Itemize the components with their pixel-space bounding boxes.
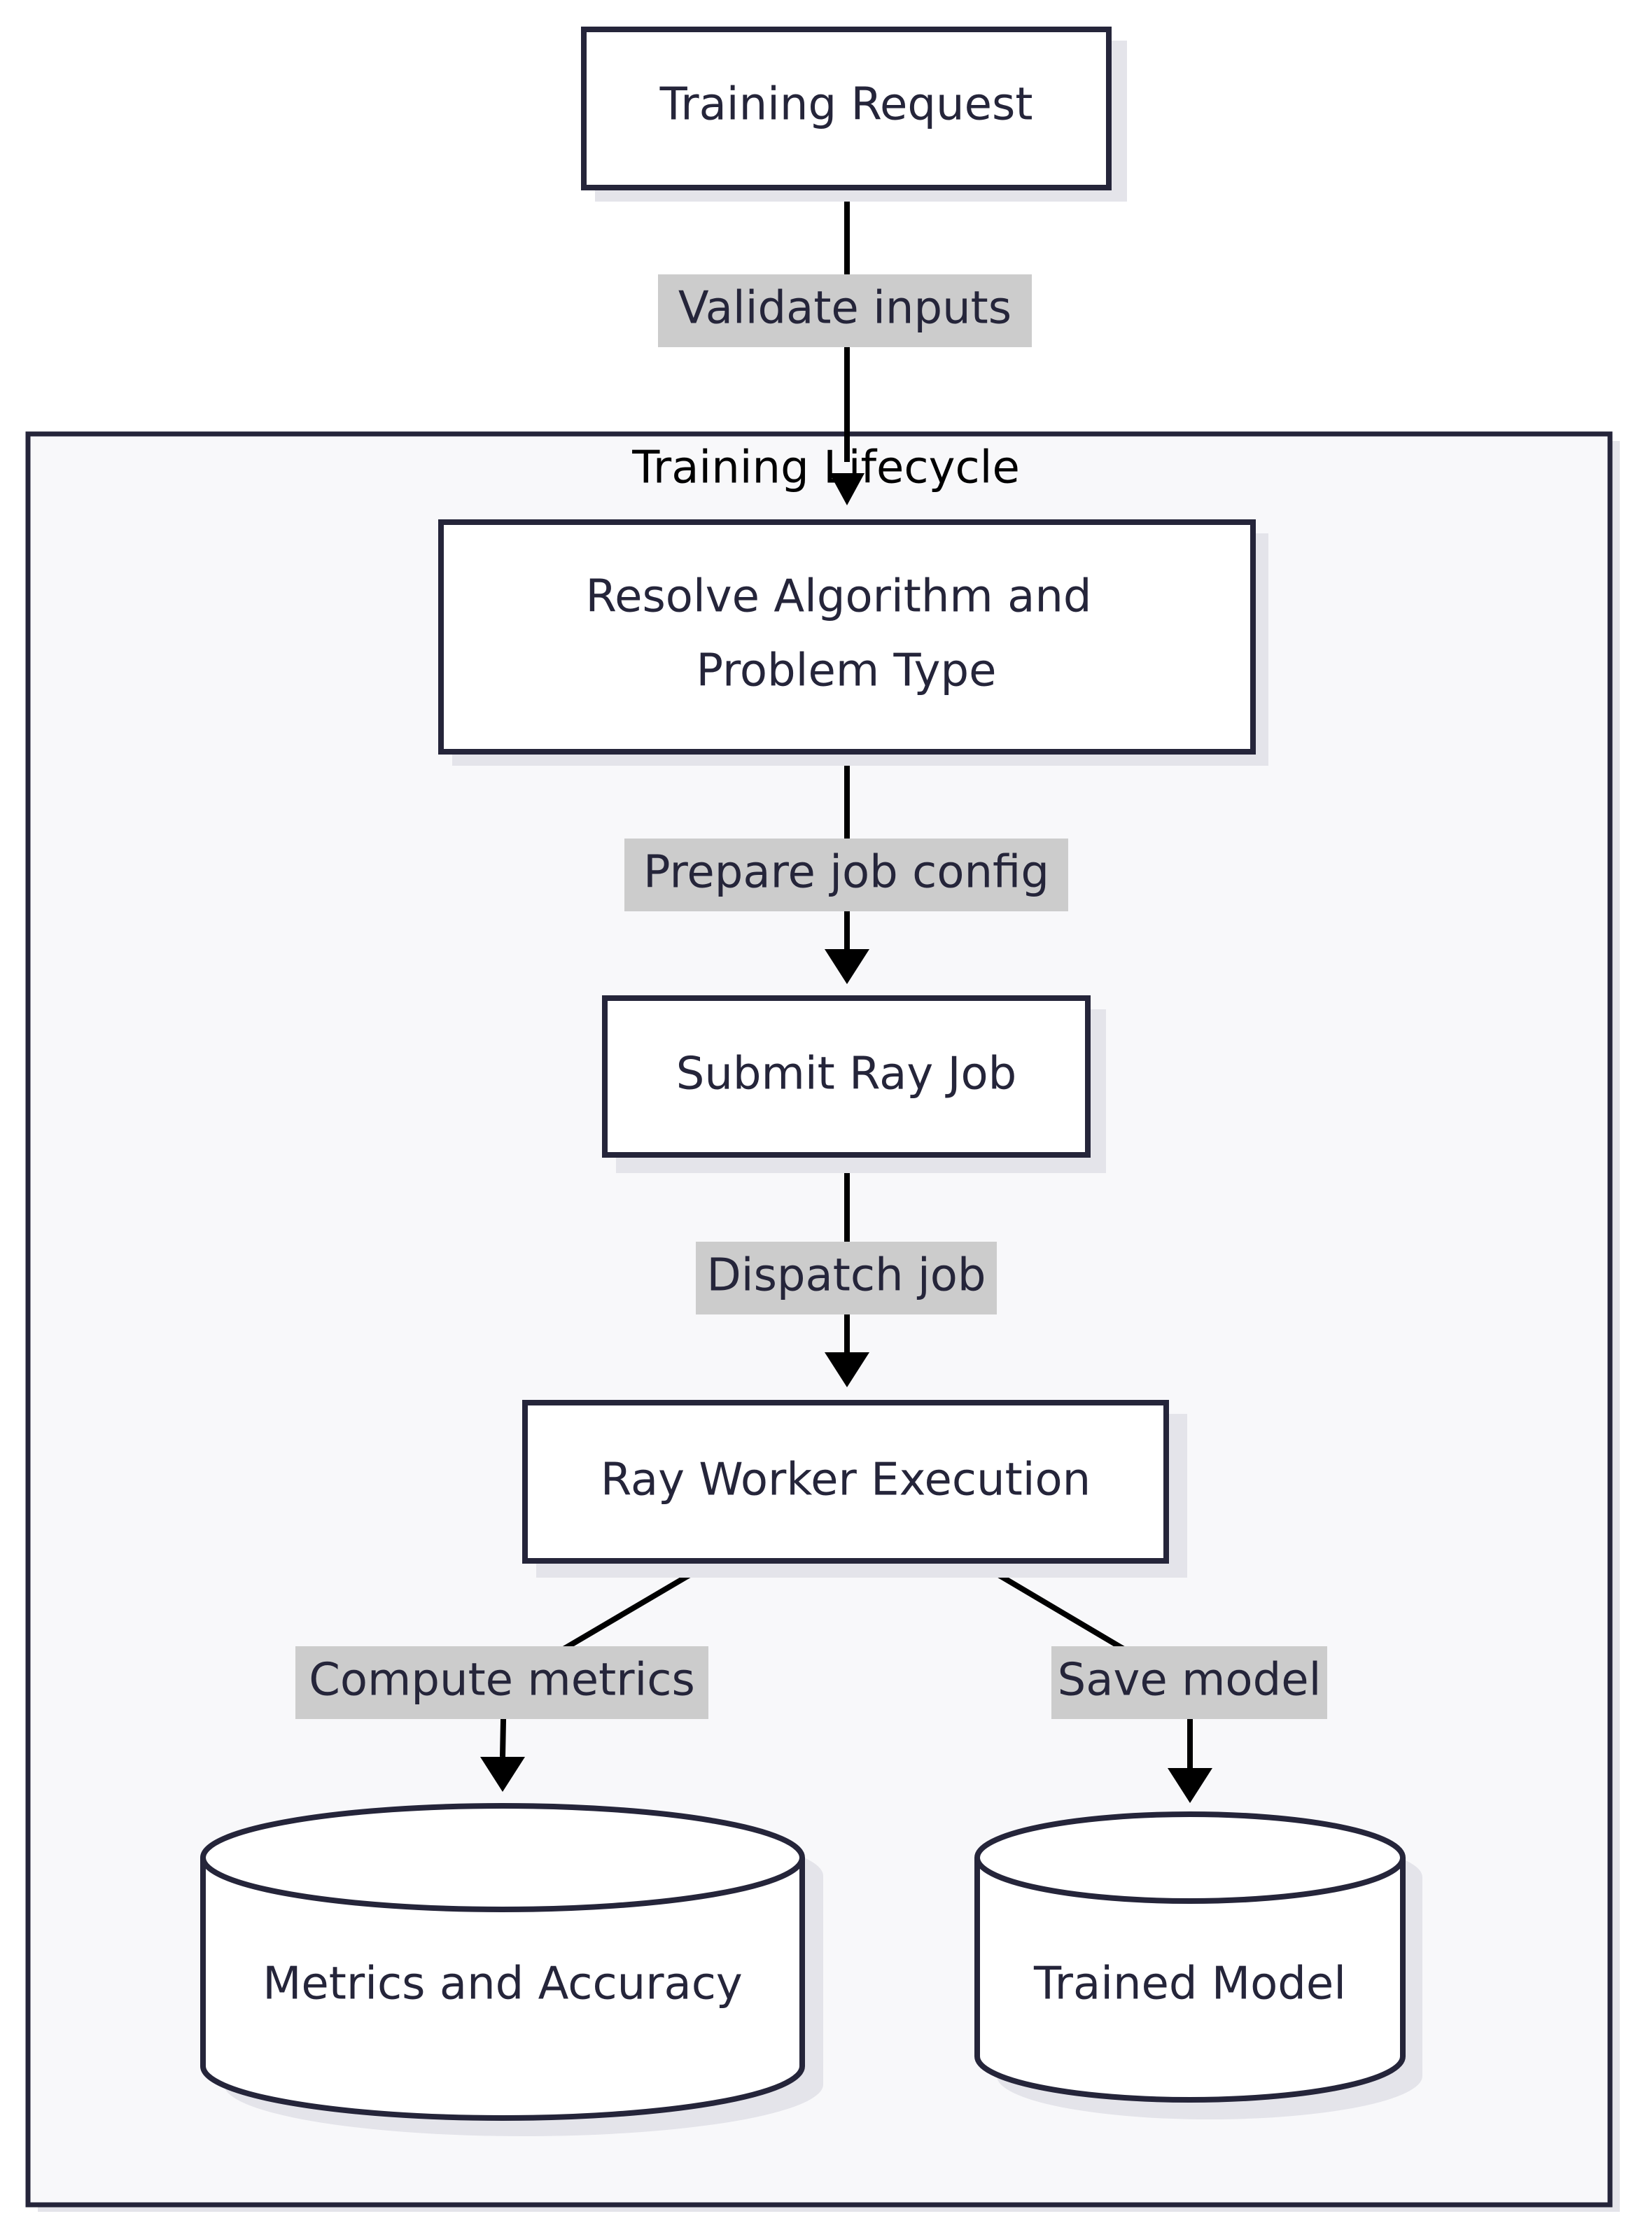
edge-label-save: Save model — [1051, 1646, 1327, 1719]
node-resolve-algorithm: Resolve Algorithm and Problem Type — [438, 519, 1268, 766]
node-resolve-label-line1: Resolve Algorithm and — [585, 571, 1091, 623]
node-metrics-label: Metrics and Accuracy — [262, 1958, 743, 2010]
node-ray-worker-execution: Ray Worker Execution — [522, 1400, 1187, 1578]
edge-validate-arrowhead — [830, 473, 864, 505]
edge-label-prepare-text: Prepare job config — [643, 847, 1049, 899]
cylinder-top — [200, 1803, 805, 1912]
node-execution-label: Ray Worker Execution — [601, 1454, 1091, 1506]
edge-label-prepare: Prepare job config — [624, 839, 1068, 911]
node-metrics-and-accuracy: Metrics and Accuracy — [200, 1803, 823, 2136]
cylinder-body — [200, 1858, 805, 2121]
edge-label-dispatch: Dispatch job — [696, 1242, 997, 1314]
node-resolve-label-line2: Problem Type — [696, 645, 997, 697]
edge-label-dispatch-text: Dispatch job — [707, 1250, 986, 1302]
edge-label-compute: Compute metrics — [295, 1646, 708, 1719]
edge-label-validate: Validate inputs — [658, 274, 1032, 347]
edge-save-arrowhead — [1168, 1768, 1212, 1803]
node-submit-ray-job: Submit Ray Job — [602, 995, 1106, 1173]
node-training-request: Training Request — [581, 27, 1127, 202]
edge-label-compute-text: Compute metrics — [309, 1655, 695, 1706]
edge-label-save-text: Save model — [1058, 1655, 1322, 1706]
node-trained-model: Trained Model — [974, 1811, 1422, 2119]
cylinder-body — [974, 1858, 1406, 2103]
cylinder-top — [974, 1811, 1406, 1904]
group-label: Training Lifecycle — [631, 442, 1020, 494]
edge-compute-arrowhead — [480, 1757, 525, 1792]
edge-prepare-arrowhead — [825, 949, 869, 984]
node-model-label: Trained Model — [1033, 1958, 1346, 2010]
edge-dispatch-arrowhead — [825, 1352, 869, 1387]
node-submit-label: Submit Ray Job — [676, 1049, 1017, 1100]
node-training-request-label: Training Request — [659, 79, 1033, 131]
edge-label-validate-text: Validate inputs — [678, 283, 1011, 335]
